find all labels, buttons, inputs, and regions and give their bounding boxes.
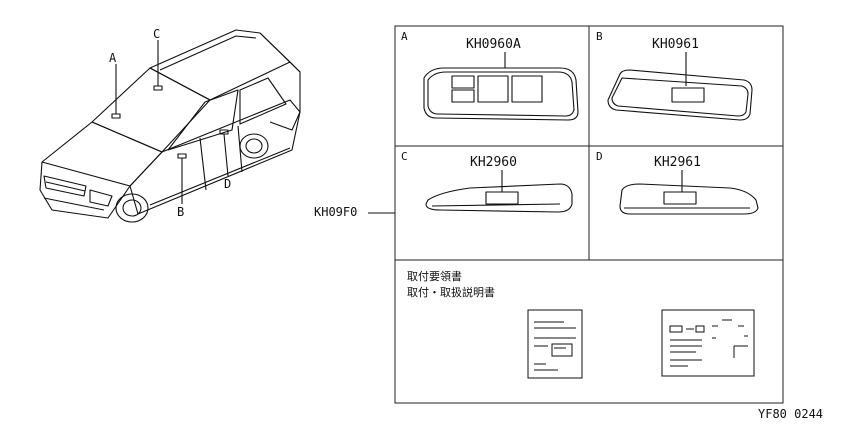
panel-d-letter: D bbox=[596, 150, 603, 163]
panel-c-part: KH2960 bbox=[470, 155, 517, 170]
callout-d: D bbox=[224, 177, 231, 191]
panel-d-part: KH2961 bbox=[654, 155, 701, 170]
parts-frame bbox=[394, 25, 784, 404]
part-c-drawing bbox=[425, 170, 573, 213]
callout-b: B bbox=[177, 205, 184, 219]
car-illustration bbox=[39, 29, 301, 223]
callout-a: A bbox=[109, 51, 117, 65]
callout-c: C bbox=[153, 27, 160, 41]
part-d-drawing bbox=[619, 170, 759, 215]
manual-title-2: 取付・取扱説明書 bbox=[407, 285, 495, 299]
panel-a-part: KH0960A bbox=[466, 37, 521, 52]
manual-document-1 bbox=[527, 309, 583, 379]
manual-title-1: 取付要領書 bbox=[407, 269, 462, 283]
panel-b-letter: B bbox=[596, 30, 603, 43]
panel-b-part: KH0961 bbox=[652, 37, 699, 52]
manual-document-2 bbox=[661, 309, 755, 377]
kit-label: KH09F0 bbox=[314, 205, 357, 219]
panel-c-letter: C bbox=[401, 150, 408, 163]
panel-a-letter: A bbox=[401, 30, 408, 43]
footer-code: YF80 0244 bbox=[758, 407, 823, 421]
part-a-drawing bbox=[423, 52, 579, 121]
part-b-drawing bbox=[607, 52, 753, 121]
